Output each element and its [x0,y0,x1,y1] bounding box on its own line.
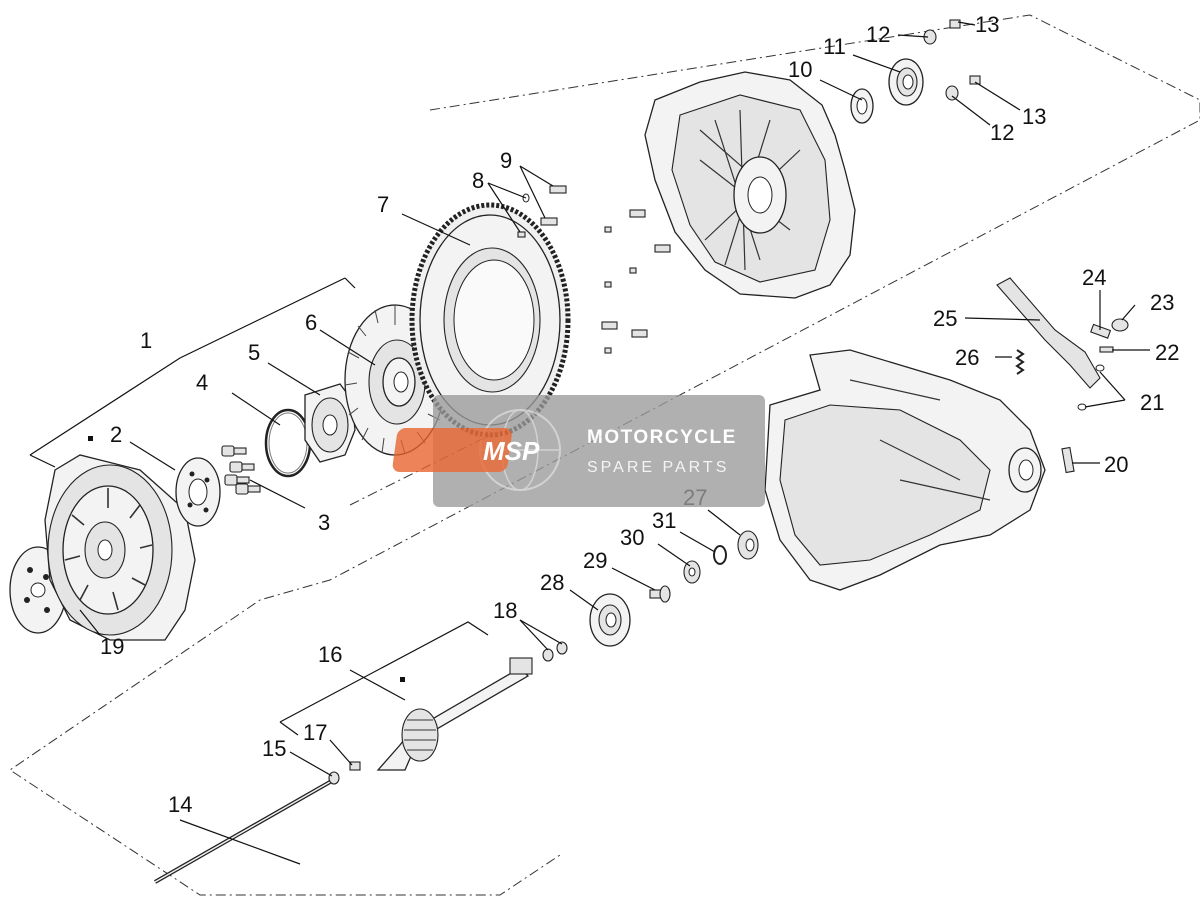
watermark-sub: SPARE PARTS [587,459,729,476]
callout-23: 23 [1150,290,1174,315]
callout-12-bottom: 12 [990,120,1014,145]
parts-20-26 [996,277,1129,474]
watermark-brand: MOTORCYCLE [587,427,737,448]
callout-10: 10 [788,57,812,82]
watermark-logo-badge [392,428,512,472]
callout-4: 4 [196,370,208,395]
callout-5: 5 [248,340,260,365]
part-8-9-bolts [517,185,671,354]
engine-cover [644,71,856,299]
part-5-plate [304,383,356,463]
callout-18: 18 [493,598,517,623]
gearbox-housing [764,349,1046,591]
callout-3: 3 [318,510,330,535]
bracket-group-1 [29,277,356,468]
callout-31: 31 [652,508,676,533]
callout-20: 20 [1104,452,1128,477]
callout-11: 11 [823,34,846,59]
callout-22: 22 [1155,340,1179,365]
bracket-group-16 [279,621,489,736]
callout-7: 7 [377,192,389,217]
callout-28: 28 [540,570,564,595]
callout-15: 15 [262,736,286,761]
parts-27-31 [589,530,759,647]
callout-19: 19 [100,634,124,659]
part-1-clutch-housing [44,436,196,641]
callout-25: 25 [933,306,957,331]
part-2-disc [175,457,221,527]
callout-12-top: 12 [866,22,890,47]
callout-9: 9 [500,148,512,173]
callout-21: 21 [1140,390,1164,415]
callout-6: 6 [305,310,317,335]
callout-14: 14 [168,792,192,817]
callout-24: 24 [1082,265,1106,290]
callout-8: 8 [472,168,484,193]
callout-26: 26 [955,345,979,370]
callout-13-top: 13 [975,12,999,37]
part-3-screws [221,445,261,495]
callout-labels: 1 2 3 4 5 6 7 8 9 10 11 12 12 13 13 14 1… [100,12,1179,817]
callout-2: 2 [110,422,122,447]
part-7-flywheel [409,202,571,438]
watermark-logo-text: MSP [483,436,540,466]
leader-lines [79,21,1150,865]
callout-1: 1 [140,328,152,353]
callout-29: 29 [583,548,607,573]
callout-30: 30 [620,525,644,550]
watermark: MSP MOTORCYCLE SPARE PARTS [392,395,765,507]
callout-17: 17 [303,720,327,745]
parts-14-18-shaft [154,641,568,884]
callout-16: 16 [318,642,342,667]
callout-13-bottom: 13 [1022,104,1046,129]
